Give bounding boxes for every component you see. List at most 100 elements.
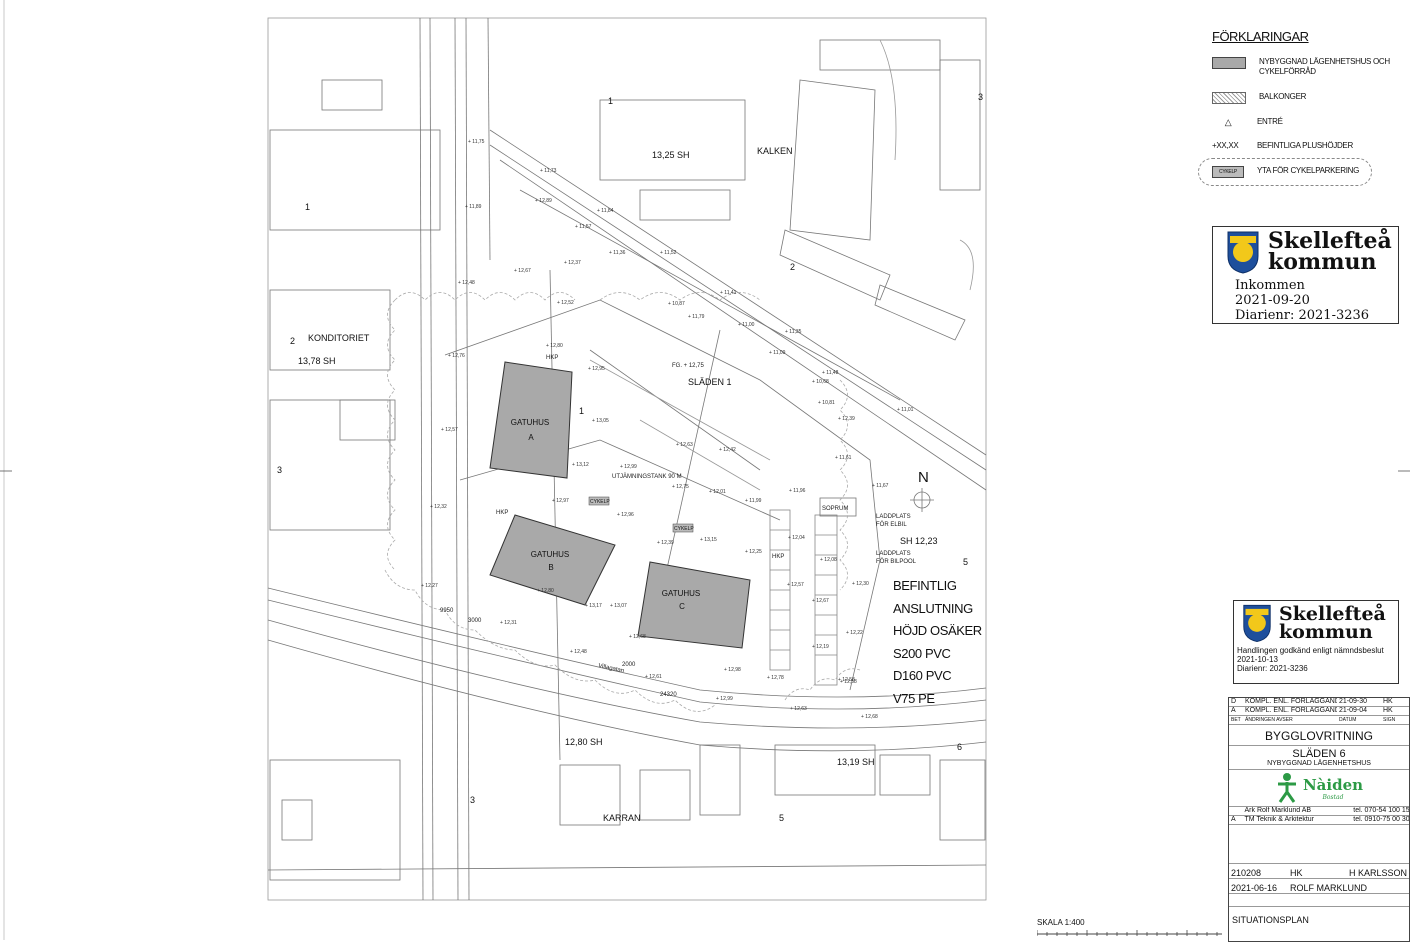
scale-bar <box>1037 930 1222 936</box>
spot-height-label: + 11,57 <box>575 224 592 230</box>
label-num-1c: 1 <box>579 406 584 416</box>
label-num-1a: 1 <box>608 96 613 106</box>
spot-height-label: + 12,75 <box>672 484 689 490</box>
label-height-1325: 13,25 SH <box>652 150 690 160</box>
label-tank: UTJÄMNINGSTANK 90 M <box>612 473 682 480</box>
building-c-letter: C <box>679 602 685 611</box>
spot-height-label: + 12,25 <box>745 549 762 555</box>
spot-height-label: + 10,81 <box>818 400 835 406</box>
label-north: N <box>918 469 929 486</box>
spot-height-label: + 12,99 <box>716 696 733 702</box>
label-hkp-1: HKP <box>546 355 558 361</box>
label-dim-3: 2000 <box>622 662 636 668</box>
label-dim-1: 24320 <box>660 692 677 698</box>
label-kalken: KALKEN <box>757 146 793 156</box>
client-name: Nàiden <box>1302 775 1364 794</box>
plus-height-icon: +XX,XX <box>1212 141 1239 150</box>
stamp-diarienr: Diarienr: 2021-3236 <box>1237 664 1308 673</box>
spot-height-label: + 12,63 <box>676 442 693 448</box>
spot-height-label: + 12,98 <box>724 667 741 673</box>
label-num-2a: 2 <box>290 336 295 346</box>
scale-label: SKALA 1:400 <box>1037 918 1085 927</box>
label-num-2b: 2 <box>790 262 795 272</box>
legend-label: YTA FÖR CYKELPARKERING <box>1257 166 1360 175</box>
spot-height-label: + 12,01 <box>709 489 726 495</box>
spot-height-label: + 12,67 <box>812 598 829 604</box>
spot-height-label: + 12,37 <box>564 260 581 266</box>
label-num-5a: 5 <box>963 557 968 567</box>
spot-height-label: + 12,04 <box>788 535 805 541</box>
spot-height-label: + 12,22 <box>846 630 863 636</box>
received-stamp: Skellefteå kommun Inkommen 2021-09-20 Di… <box>1212 226 1399 324</box>
spot-height-label: + 12,39 <box>838 416 855 422</box>
label-dim-4: 3000 <box>468 618 482 624</box>
project-subtitle: NYBYGGNAD LÄGENHETSHUS <box>1267 760 1371 767</box>
spot-height-label: + 13,15 <box>700 537 717 543</box>
building-a-name: GATUHUS <box>511 418 550 427</box>
note-line: HÖJD OSÄKER <box>893 623 982 638</box>
spot-height-label: + 12,19 <box>812 644 829 650</box>
spot-height-label: + 10,68 <box>812 379 829 385</box>
legend-item-heights: +XX,XX BEFINTLIGA PLUSHÖJDER <box>1212 141 1353 151</box>
note-line: D160 PVC <box>893 668 952 683</box>
skelleftea-crest-icon <box>1227 231 1259 274</box>
spot-height-label: + 12,99 <box>620 464 637 470</box>
building-c-name: GATUHUS <box>662 589 701 598</box>
cykelp-tag-2: CYKELP <box>674 526 694 532</box>
project-name: SLÄDEN 6 <box>1292 748 1346 760</box>
spot-height-label: + 12,80 <box>537 588 554 594</box>
label-dim-2: 9950 <box>440 608 454 614</box>
building-b-letter: B <box>548 563 553 572</box>
spot-height-label: + 12,68 <box>861 714 878 720</box>
doc-type: BYGGLOVRITNING <box>1264 729 1374 743</box>
building-b <box>489 514 616 606</box>
spot-height-label: + 12,76 <box>448 353 465 359</box>
label-sh: SH <box>900 536 913 546</box>
spot-height-label: + 11,09 <box>769 350 786 356</box>
note-line: S200 PVC <box>893 645 951 661</box>
label-num-3c: 3 <box>470 795 475 805</box>
sheet-name: SITUATIONSPLAN <box>1232 915 1309 925</box>
spot-height-label: + 11,75 <box>468 139 485 145</box>
legend-label: ENTRÉ <box>1257 117 1283 126</box>
label-hkp-2: HKP <box>496 510 508 516</box>
spot-height-label: + 12,58 <box>840 679 857 685</box>
spot-height-label: + 12,96 <box>617 512 634 518</box>
legend-item-entry: △ ENTRÉ <box>1212 117 1283 127</box>
spot-height-label: + 13,07 <box>610 603 627 609</box>
note-line: V75 PE <box>893 690 935 706</box>
spot-height-label: + 11,35 <box>785 329 802 335</box>
client-sub: Bostad <box>1322 793 1344 801</box>
spot-height-label: + 11,73 <box>540 168 557 174</box>
spot-height-label: + 13,17 <box>585 603 602 609</box>
revision-row: A KOMPL. ENL. FÖRLÄGGANDE 21-09-04 HK <box>1229 707 1409 716</box>
title-block: D KOMPL. ENL. FÖRLÄGGANDE 21-09-30 HK A … <box>1228 697 1410 942</box>
label-ladd-elbil-2: FÖR ELBIL <box>876 521 907 528</box>
spot-height-label: + 11,99 <box>745 498 762 504</box>
spot-height-label: + 10,87 <box>668 301 685 307</box>
label-num-5b: 5 <box>779 813 784 823</box>
spot-height-label: + 11,84 <box>597 208 614 214</box>
building-c <box>637 561 751 649</box>
spot-height-label: + 12,39 <box>657 540 674 546</box>
label-height-1378: 13,78 SH <box>298 356 336 366</box>
spot-height-label: + 12,08 <box>820 557 837 563</box>
legend-label: NYBYGGNAD LÄGENHETSHUS OCH CYKELFÖRRÅD <box>1259 57 1390 76</box>
triangle-icon: △ <box>1224 117 1232 127</box>
spot-heights: + 11,75+ 11,73+ 11,89+ 12,89+ 11,84+ 11,… <box>421 139 914 720</box>
spot-height-label: + 12,32 <box>430 504 447 510</box>
legend-label: BALKONGER <box>1259 92 1307 101</box>
legend-item-balcony: BALKONGER <box>1212 92 1306 104</box>
org-name-line1: Skellefteå <box>1268 228 1392 255</box>
spot-height-label: + 12,30 <box>852 581 869 587</box>
stamp-date: 2021-10-13 <box>1237 655 1278 664</box>
label-num-3b: 3 <box>277 465 282 475</box>
spot-height-label: + 12,52 <box>557 300 574 306</box>
stamp-date: 2021-09-20 <box>1235 293 1310 308</box>
approved-stamp: Skellefteå kommun Handlingen godkänd enl… <box>1233 600 1399 684</box>
spot-height-label: + 11,41 <box>720 290 737 296</box>
label-ladd-elbil-1: LADDPLATS <box>876 514 911 520</box>
org-name-line2: kommun <box>1279 621 1373 643</box>
spot-height-label: + 12,48 <box>570 649 587 655</box>
label-karran: KARRAN <box>603 813 641 823</box>
